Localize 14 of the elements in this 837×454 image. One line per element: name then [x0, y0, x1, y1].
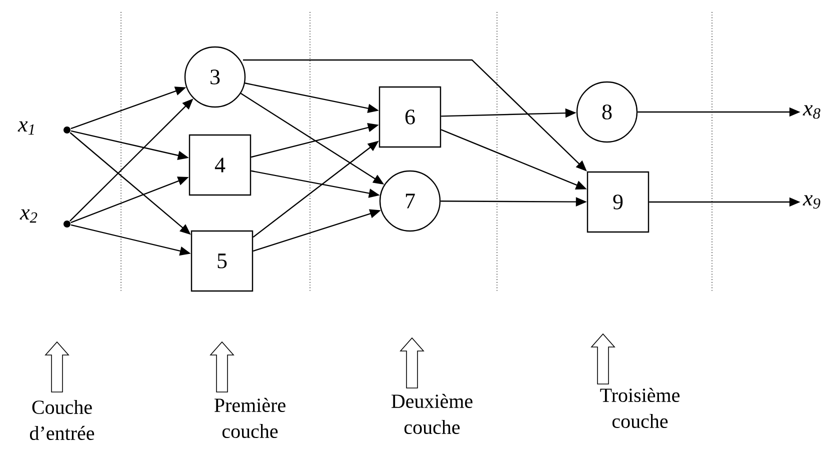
layer-caption: Première couche: [214, 398, 286, 438]
output-label: x$_{8}$: [802, 105, 820, 119]
neuron-box: 9: [586, 171, 650, 233]
input-label: x$_{1}$: [18, 121, 34, 135]
input-label: x$_{2}$: [20, 209, 38, 223]
neuron-box: 4: [188, 134, 252, 196]
layer-caption: Troisième couche: [600, 388, 680, 428]
input-dot: [64, 220, 70, 228]
neuron-box: 6: [378, 86, 442, 148]
layer-caption: Couche d’entrée: [30, 400, 94, 440]
neuron-box: 5: [190, 230, 254, 292]
input-dot: [64, 126, 70, 134]
output-label: x$_{9}$: [802, 195, 820, 209]
layer-caption: Deuxième couche: [392, 394, 472, 434]
